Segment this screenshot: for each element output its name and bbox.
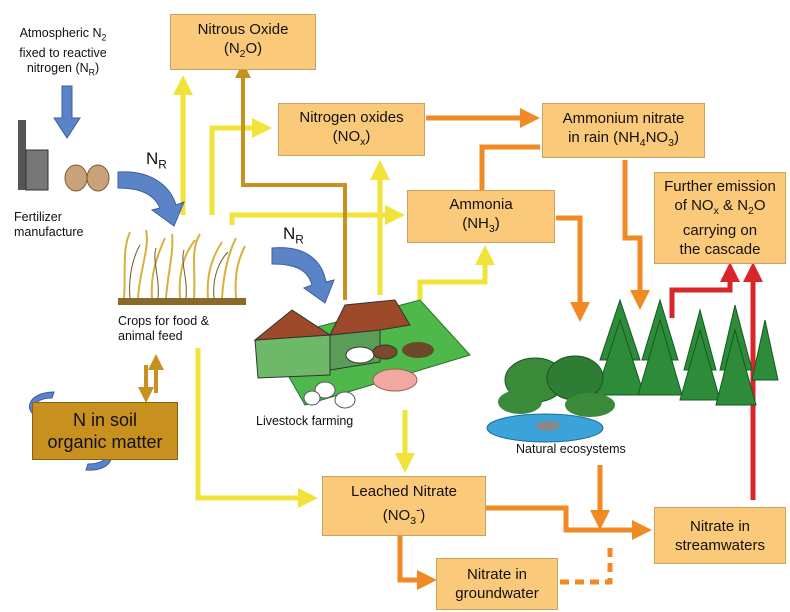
orange-arrows: [397, 108, 652, 590]
yellow-arrows: [173, 75, 495, 508]
ammonium-nitrate-title: Ammonium nitrate: [562, 109, 685, 127]
soil-organic-matter-box: N in soil organic matter: [32, 402, 178, 460]
ammonia-box: Ammonia (NH3): [407, 190, 555, 243]
further-emission-line1: Further emission: [664, 178, 776, 195]
nitrogen-oxides-formula: (NOx): [332, 127, 371, 148]
soil-line1: N in soil: [72, 410, 138, 430]
farm-illustration: [253, 299, 471, 409]
nr-label-fertilizer: NR: [146, 149, 167, 172]
forest-illustration: [486, 298, 779, 443]
nitrogen-oxides-box: Nitrogen oxides (NOx): [278, 103, 425, 156]
brown-arrows: [138, 62, 347, 403]
nitrate-streamwaters-box: Nitrate in streamwaters: [654, 507, 786, 564]
factory-icon: [18, 120, 110, 192]
nitrogen-oxides-title: Nitrogen oxides: [299, 108, 404, 126]
ammonia-formula: (NH3): [462, 214, 500, 235]
crops-illustration: [118, 229, 246, 305]
nitrous-oxide-box: Nitrous Oxide (N2O): [170, 14, 316, 70]
atmospheric-n2-label: Atmospheric N2 fixed to reactive nitroge…: [19, 26, 107, 77]
nitrate-streamwaters-line1: Nitrate in: [689, 517, 751, 535]
ammonium-nitrate-box: Ammonium nitrate in rain (NH4NO3): [542, 103, 705, 158]
nitrate-groundwater-line2: groundwater: [455, 585, 539, 602]
natural-ecosystems-label: Natural ecosystems: [516, 442, 626, 456]
further-emission-box: Further emission of NOx & N2O carrying o…: [654, 172, 786, 264]
curved-arrow-icon: [271, 247, 335, 304]
further-emission-line3: carrying on: [682, 222, 758, 239]
further-emission-line2: of NOx & N2O: [674, 197, 766, 217]
curved-arrow-icon: [117, 171, 185, 227]
leached-nitrate-title: Leached Nitrate: [351, 482, 457, 500]
down-arrow-icon: [53, 85, 81, 139]
ammonium-nitrate-formula: in rain (NH4NO3): [568, 128, 679, 149]
nitrous-oxide-title: Nitrous Oxide: [197, 21, 289, 38]
nitrate-groundwater-line1: Nitrate in: [466, 566, 528, 583]
nitrate-groundwater-box: Nitrate in groundwater: [436, 558, 558, 610]
soil-line2: organic matter: [47, 432, 163, 452]
further-emission-line4: the cascade: [679, 241, 761, 258]
crops-label: Crops for food & animal feed: [118, 314, 210, 343]
livestock-label: Livestock farming: [256, 414, 354, 428]
leached-nitrate-formula: (NO3-): [382, 502, 426, 527]
nitrous-oxide-formula: (N2O): [223, 40, 263, 60]
nitrate-streamwaters-line2: streamwaters: [674, 536, 766, 554]
red-arrows: [669, 262, 763, 500]
nr-label-farm: NR: [283, 224, 304, 247]
leached-nitrate-box: Leached Nitrate (NO3-): [322, 476, 486, 536]
fertilizer-label: Fertilizer manufacture: [14, 210, 84, 239]
ammonia-title: Ammonia: [449, 195, 513, 213]
